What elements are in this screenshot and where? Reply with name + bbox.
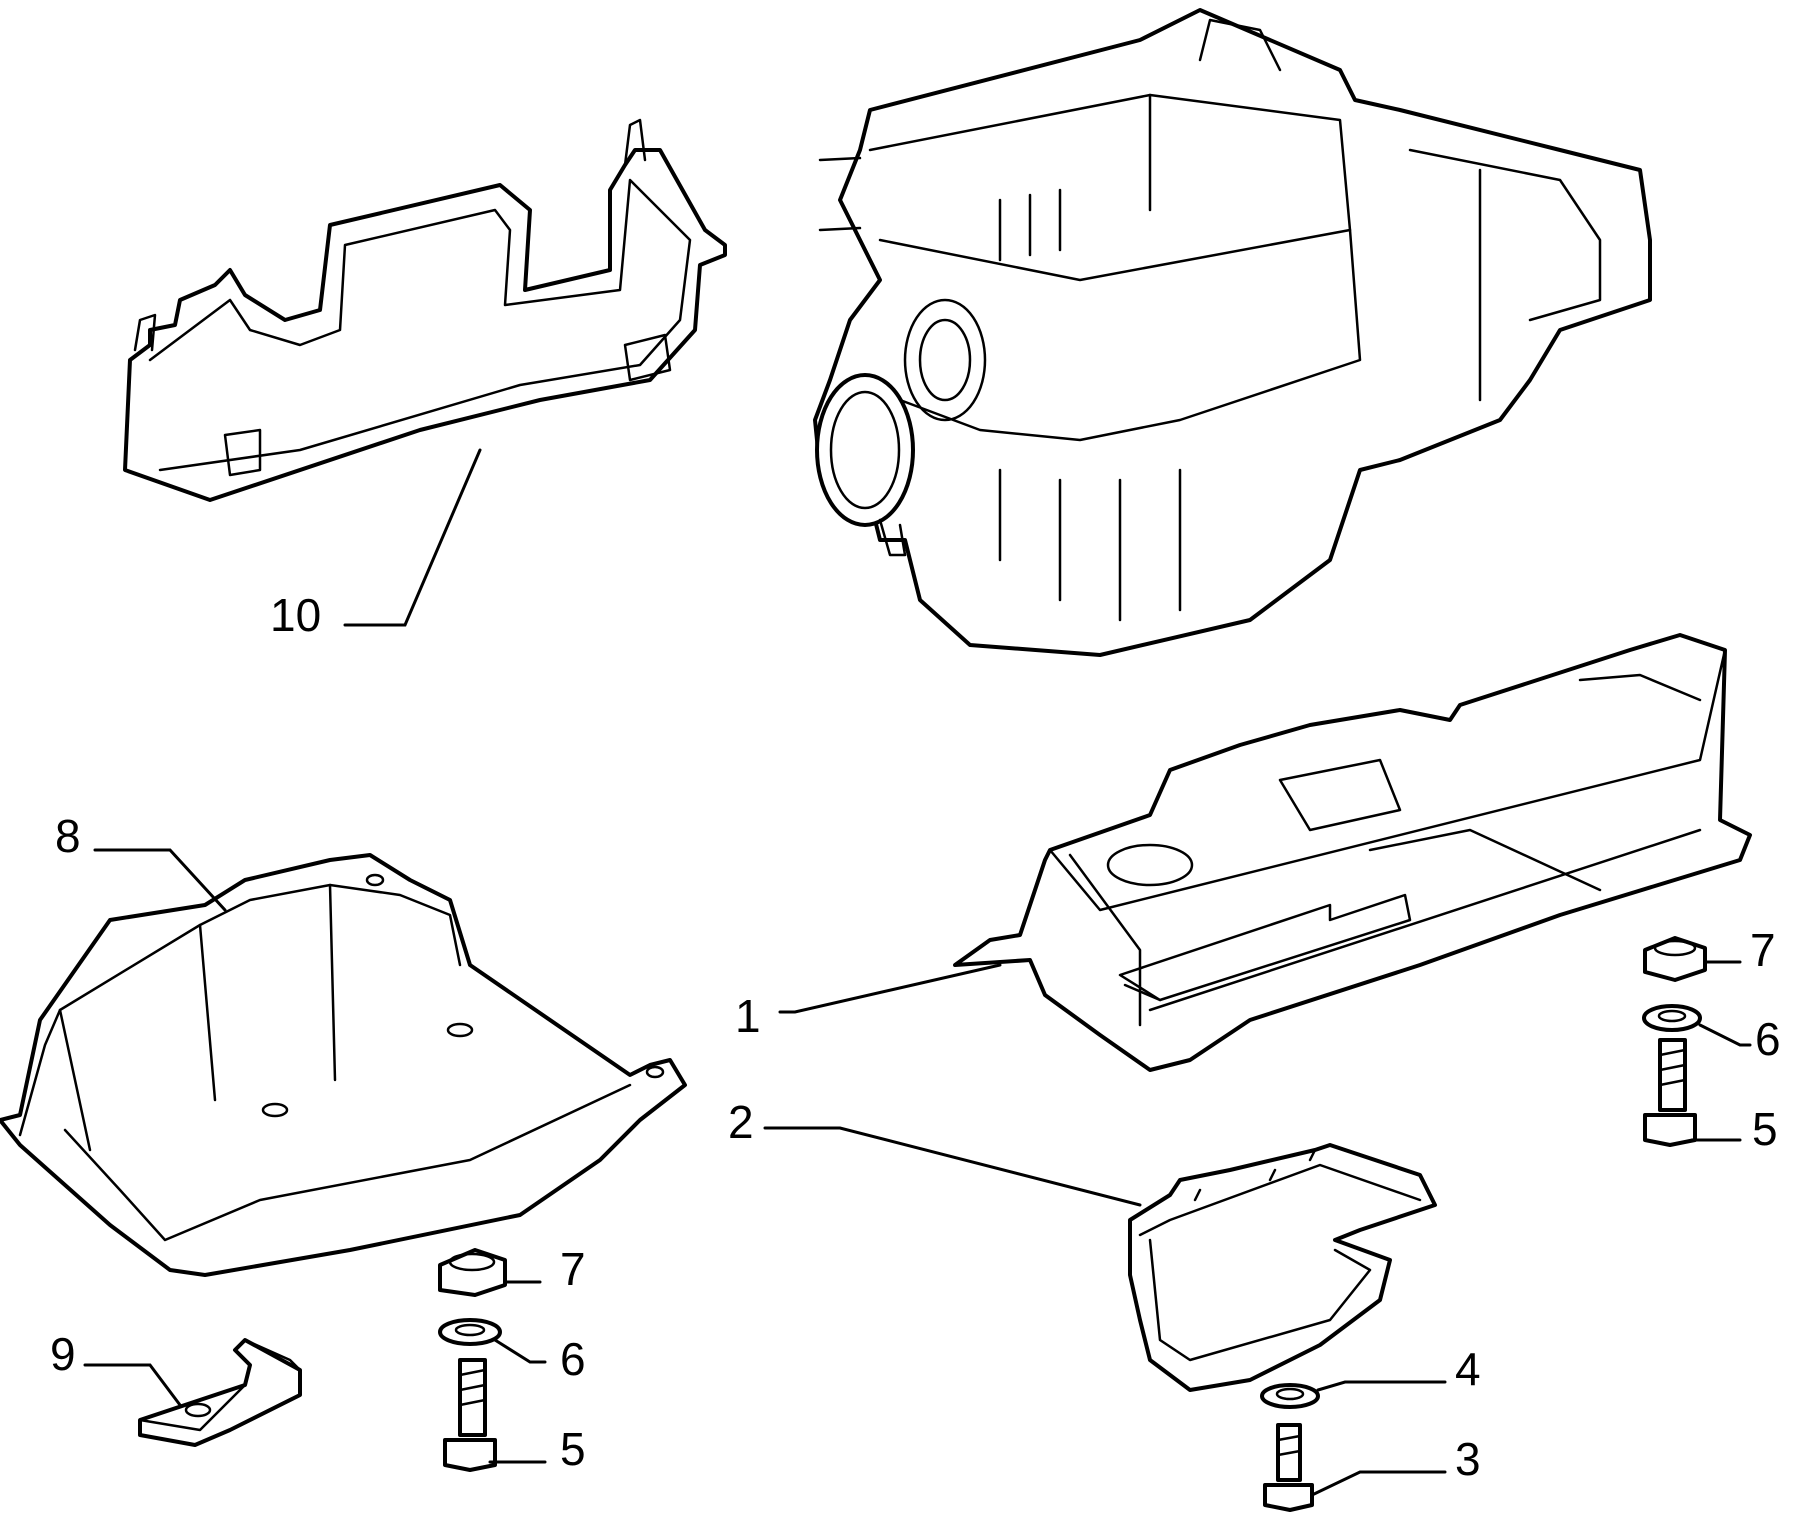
- label-part-6-right: 6: [1755, 1013, 1781, 1065]
- label-part-6-left: 6: [560, 1333, 586, 1385]
- fasteners-left-group: [438, 1248, 507, 1472]
- leader-2: [763, 1126, 1142, 1207]
- label-part-5-right: 5: [1752, 1103, 1778, 1155]
- part-9-bracket: [138, 1338, 302, 1447]
- leader-8: [93, 848, 227, 912]
- leader-9: [83, 1363, 182, 1407]
- leader-1: [778, 963, 1002, 1014]
- label-part-3: 3: [1455, 1433, 1481, 1485]
- fasteners-right-group: [1642, 936, 1707, 1147]
- engine-block-illustration: [813, 8, 1652, 657]
- label-part-8: 8: [55, 810, 81, 862]
- label-part-2: 2: [728, 1096, 754, 1148]
- leader-6-right: [1698, 1023, 1752, 1047]
- leader-lines: [83, 448, 1752, 1497]
- leader-4: [1316, 1380, 1447, 1392]
- label-part-1: 1: [735, 990, 761, 1042]
- label-part-9: 9: [50, 1328, 76, 1380]
- leader-3: [1310, 1470, 1447, 1497]
- label-part-4: 4: [1455, 1343, 1481, 1395]
- part-2-small-tray: [1128, 1143, 1437, 1392]
- callout-labels: 10 8 9 1 2 7 6 5 7 6 5 4 3: [50, 589, 1781, 1485]
- label-part-7-right: 7: [1750, 924, 1776, 976]
- part-1-engine-undertray: [953, 633, 1752, 1072]
- label-part-5-left: 5: [560, 1423, 586, 1475]
- label-part-7-left: 7: [560, 1243, 586, 1295]
- fasteners-bottom-group: [1260, 1383, 1320, 1512]
- part-10-upper-cover: [123, 118, 727, 502]
- part-8-side-shield: [0, 853, 687, 1277]
- label-part-10: 10: [270, 589, 321, 641]
- leader-10: [343, 448, 482, 627]
- leader-6-left: [493, 1338, 547, 1364]
